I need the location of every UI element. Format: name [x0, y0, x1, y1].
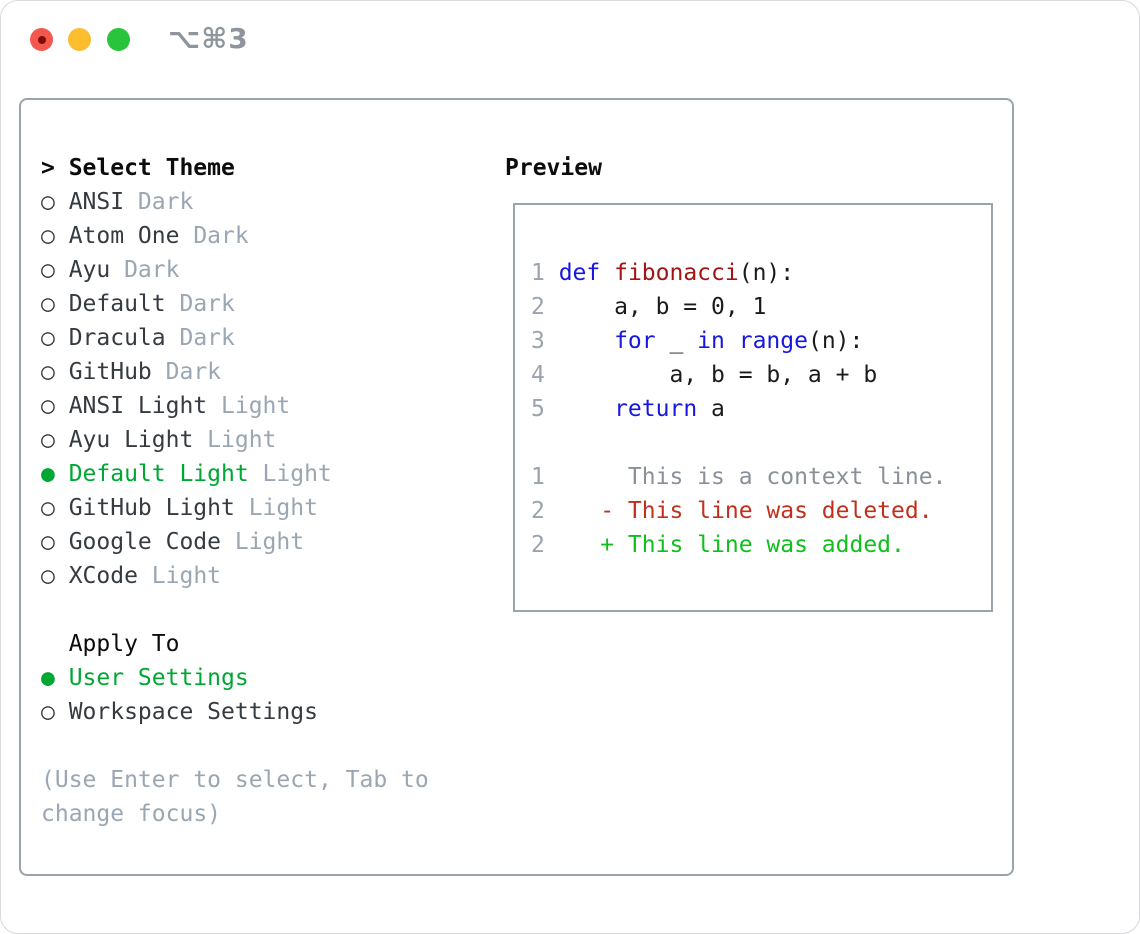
- apply-to-header: Apply To: [41, 627, 481, 661]
- theme-variant: Light: [221, 393, 291, 419]
- spacer: [41, 593, 481, 627]
- theme-item[interactable]: ○ Google Code Light: [41, 525, 481, 559]
- theme-item[interactable]: ○ GitHub Dark: [41, 355, 481, 389]
- preview-title: Preview: [505, 155, 602, 181]
- code-line: 2 a, b = 0, 1: [531, 290, 977, 324]
- select-theme-title: Select Theme: [68, 155, 235, 181]
- theme-item[interactable]: ○ Ayu Dark: [41, 253, 481, 287]
- line-number: 1: [531, 260, 545, 286]
- radio-icon: ○: [41, 563, 55, 589]
- theme-variant: Light: [207, 427, 277, 453]
- theme-variant: Light: [151, 563, 222, 589]
- theme-name: Default: [68, 291, 166, 317]
- zoom-button[interactable]: [107, 28, 130, 51]
- radio-icon: ○: [41, 393, 55, 419]
- apply-option[interactable]: ● User Settings: [41, 661, 481, 695]
- theme-variant: Light: [248, 495, 318, 521]
- theme-item[interactable]: ○ GitHub Light Light: [41, 491, 481, 525]
- theme-item[interactable]: ○ ANSI Light Light: [41, 389, 481, 423]
- code-line: 4 a, b = b, a + b: [531, 358, 977, 392]
- theme-name: Google Code: [68, 529, 222, 555]
- code-line: 2 + This line was added.: [531, 528, 977, 562]
- theme-variant: Light: [262, 461, 332, 487]
- theme-item[interactable]: ○ Default Dark: [41, 287, 481, 321]
- theme-name: ANSI: [68, 189, 125, 215]
- line-number: 2: [531, 498, 545, 524]
- radio-icon: ○: [41, 325, 55, 351]
- theme-item[interactable]: ○ Dracula Dark: [41, 321, 481, 355]
- theme-item[interactable]: ○ XCode Light: [41, 559, 481, 593]
- theme-item[interactable]: ● Default Light Light: [41, 457, 481, 491]
- apply-option[interactable]: ○ Workspace Settings: [41, 695, 481, 729]
- line-number: 3: [531, 328, 545, 354]
- theme-variant: Dark: [179, 325, 235, 351]
- theme-variant: Dark: [165, 359, 222, 385]
- theme-name: Atom One: [68, 223, 180, 249]
- theme-item[interactable]: ○ ANSI Dark: [41, 185, 481, 219]
- line-number: 4: [531, 362, 545, 388]
- theme-name: Ayu Light: [68, 427, 194, 453]
- theme-variant: Dark: [124, 257, 180, 283]
- theme-name: ANSI Light: [68, 393, 208, 419]
- titlebar: ⌥⌘3: [1, 1, 1139, 79]
- line-number: 1: [531, 464, 545, 490]
- code-line: [531, 426, 977, 460]
- theme-variant: Dark: [137, 189, 194, 215]
- code-line: 5 return a: [531, 392, 977, 426]
- code-line: 2 - This line was deleted.: [531, 494, 977, 528]
- theme-name: XCode: [68, 563, 138, 589]
- theme-name: Dracula: [68, 325, 166, 351]
- theme-variant: Dark: [193, 223, 249, 249]
- code-line: 3 for _ in range(n):: [531, 324, 977, 358]
- radio-icon: ●: [41, 665, 55, 691]
- apply-option-name: User Settings: [68, 665, 249, 691]
- theme-name: Ayu: [68, 257, 111, 283]
- radio-icon: ○: [41, 529, 55, 555]
- theme-variant: Dark: [179, 291, 235, 317]
- apply-to-title: Apply To: [68, 631, 180, 657]
- keyboard-hint: (Use Enter to select, Tab to change focu…: [41, 767, 429, 827]
- apply-to-options: ● User Settings ○ Workspace Settings: [41, 661, 481, 729]
- theme-name: Default Light: [68, 461, 249, 487]
- theme-variant: Light: [234, 529, 305, 555]
- radio-icon: ○: [41, 359, 55, 385]
- theme-item[interactable]: ○ Ayu Light Light: [41, 423, 481, 457]
- radio-icon: ○: [41, 291, 55, 317]
- select-theme-header: > Select Theme: [41, 151, 481, 185]
- theme-name: GitHub: [68, 359, 152, 385]
- line-number: 2: [531, 294, 545, 320]
- window-shortcut-label: ⌥⌘3: [168, 22, 249, 55]
- code-line: 1 This is a context line.: [531, 460, 977, 494]
- radio-icon: ○: [41, 223, 55, 249]
- minimize-button[interactable]: [68, 28, 91, 51]
- theme-item[interactable]: ○ Atom One Dark: [41, 219, 481, 253]
- line-number: 5: [531, 396, 545, 422]
- radio-icon: ○: [41, 495, 55, 521]
- line-number: 2: [531, 532, 545, 558]
- apply-option-name: Workspace Settings: [68, 699, 318, 725]
- theme-name: GitHub Light: [68, 495, 235, 521]
- radio-icon: ○: [41, 427, 55, 453]
- radio-icon: ●: [41, 461, 55, 487]
- radio-icon: ○: [41, 699, 55, 725]
- radio-icon: ○: [41, 189, 55, 215]
- radio-icon: ○: [41, 257, 55, 283]
- close-button[interactable]: [30, 28, 53, 51]
- cursor-icon: >: [41, 155, 55, 181]
